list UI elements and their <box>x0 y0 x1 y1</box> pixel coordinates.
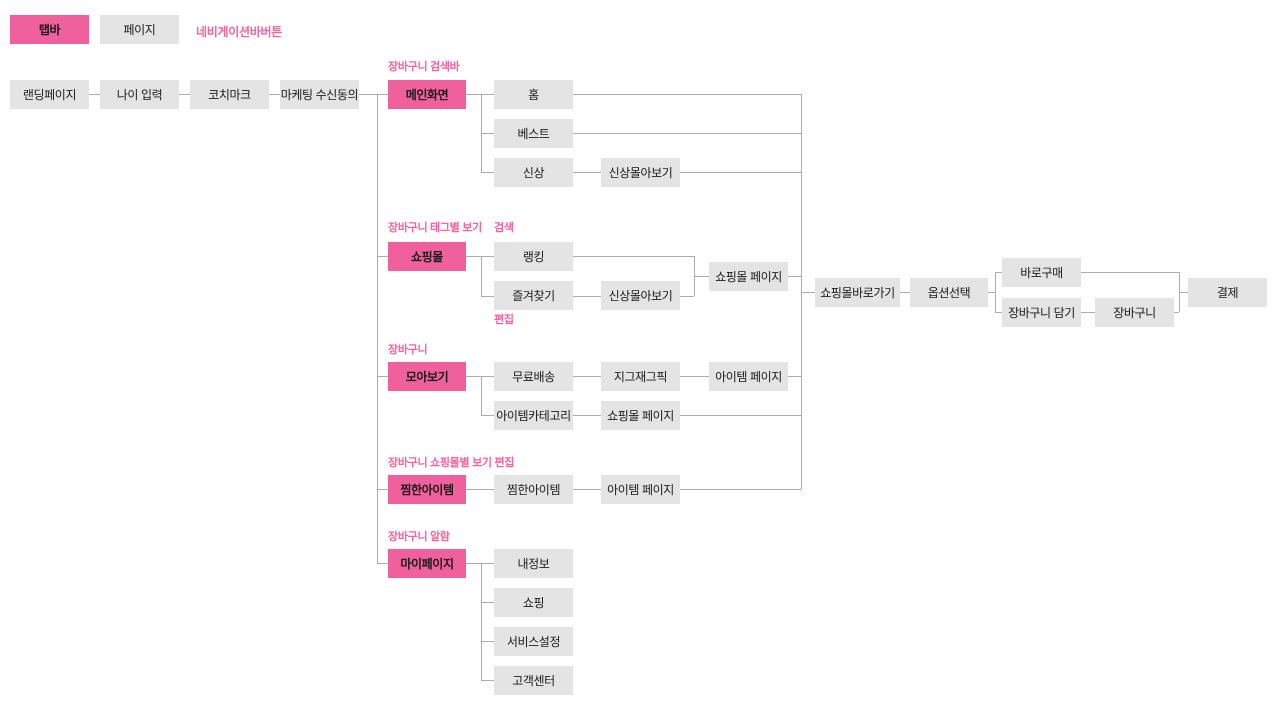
node-shopping[interactable]: 쇼핑 <box>494 588 573 617</box>
connector <box>573 376 601 377</box>
node-best[interactable]: 베스트 <box>494 119 573 148</box>
connector <box>995 272 1002 273</box>
node-coach-mark[interactable]: 코치마크 <box>190 80 269 109</box>
tab-main-screen[interactable]: 메인화면 <box>388 80 466 109</box>
connector <box>995 312 1002 313</box>
connector <box>573 133 801 134</box>
node-zigzag-pick[interactable]: 지그재그픽 <box>601 362 680 391</box>
connector <box>89 94 100 95</box>
connector <box>481 94 482 172</box>
connector <box>573 489 601 490</box>
page-tab[interactable]: 페이지 <box>100 15 179 44</box>
node-item-page-2[interactable]: 아이템 페이지 <box>601 475 680 504</box>
connector <box>481 256 482 296</box>
connector <box>377 376 388 377</box>
connector <box>788 376 801 377</box>
annotation-cart-mall-view-edit: 장바구니 쇼핑몰별 보기 편집 <box>388 457 515 469</box>
connector <box>481 563 482 680</box>
connector <box>680 296 694 297</box>
node-ranking[interactable]: 랭킹 <box>494 242 573 271</box>
connector <box>466 376 494 377</box>
navbar-button-label: 네비게이션바버튼 <box>196 25 282 39</box>
connector <box>573 296 601 297</box>
connector <box>269 94 280 95</box>
node-mall-page-2[interactable]: 쇼핑몰 페이지 <box>601 401 680 430</box>
connector <box>481 376 482 415</box>
node-age-input[interactable]: 나이 입력 <box>100 80 179 109</box>
connector <box>694 276 709 277</box>
connector <box>1081 312 1095 313</box>
node-home[interactable]: 홈 <box>494 80 573 109</box>
connector <box>573 256 694 257</box>
node-service-settings[interactable]: 서비스설정 <box>494 627 573 656</box>
connector-trunk-right <box>801 94 802 489</box>
connector <box>466 94 494 95</box>
connector <box>179 94 190 95</box>
connector <box>1081 272 1179 273</box>
connector <box>481 133 494 134</box>
connector <box>466 563 494 564</box>
connector <box>466 489 494 490</box>
node-new-arrivals-browse-2[interactable]: 신상몰아보기 <box>601 281 680 310</box>
connector-trunk-left <box>377 94 378 563</box>
tabbar-tab[interactable]: 탭바 <box>10 15 89 44</box>
node-item-category[interactable]: 아이템카테고리 <box>494 401 573 430</box>
connector <box>694 256 695 296</box>
node-cart[interactable]: 장바구니 <box>1095 298 1174 327</box>
connector <box>377 563 388 564</box>
node-option-select[interactable]: 옵션선택 <box>910 278 988 307</box>
annotation-cart-alarm: 장바구니 알람 <box>388 531 450 543</box>
connector <box>1179 272 1180 312</box>
connector <box>573 415 601 416</box>
connector <box>680 172 801 173</box>
connector <box>573 94 801 95</box>
node-add-to-cart[interactable]: 장바구니 담기 <box>1002 298 1081 327</box>
node-customer-center[interactable]: 고객센터 <box>494 666 573 695</box>
connector <box>481 641 494 642</box>
connector <box>377 256 388 257</box>
connector <box>466 256 494 257</box>
node-mall-shortcut[interactable]: 쇼핑몰바로가기 <box>815 278 900 307</box>
tab-my-page[interactable]: 마이페이지 <box>388 549 466 578</box>
connector <box>377 489 388 490</box>
node-buy-now[interactable]: 바로구매 <box>1002 258 1081 287</box>
tab-wishlist-items[interactable]: 찜한아이템 <box>388 475 466 504</box>
annotation-cart-searchbar: 장바구니 검색바 <box>388 61 460 73</box>
connector <box>900 292 910 293</box>
node-checkout[interactable]: 결제 <box>1188 278 1267 307</box>
tab-collect-view[interactable]: 모아보기 <box>388 362 466 391</box>
connector <box>481 415 494 416</box>
node-landing-page[interactable]: 랜딩페이지 <box>10 80 89 109</box>
connector <box>995 272 996 312</box>
annotation-cart: 장바구니 <box>388 344 428 356</box>
connector <box>481 680 494 681</box>
connector <box>359 94 388 95</box>
connector <box>1179 292 1188 293</box>
node-new-arrivals[interactable]: 신상 <box>494 158 573 187</box>
tab-shopping-mall[interactable]: 쇼핑몰 <box>388 242 466 271</box>
node-favorites[interactable]: 즐겨찾기 <box>494 281 573 310</box>
connector <box>1174 312 1179 313</box>
connector <box>680 376 709 377</box>
connector <box>481 172 494 173</box>
node-marketing-consent[interactable]: 마케팅 수신동의 <box>280 80 359 109</box>
connector <box>801 292 815 293</box>
annotation-search: 검색 <box>494 222 514 234</box>
annotation-cart-tag-view: 장바구니 태그별 보기 <box>388 222 482 234</box>
annotation-edit: 편집 <box>494 314 514 326</box>
connector <box>481 296 494 297</box>
connector <box>680 489 801 490</box>
node-free-shipping[interactable]: 무료배송 <box>494 362 573 391</box>
node-new-arrivals-browse[interactable]: 신상몰아보기 <box>601 158 680 187</box>
connector <box>481 602 494 603</box>
connector <box>788 276 801 277</box>
connector <box>680 415 801 416</box>
node-mall-page[interactable]: 쇼핑몰 페이지 <box>709 262 788 291</box>
connector <box>573 172 601 173</box>
node-my-info[interactable]: 내정보 <box>494 549 573 578</box>
node-item-page[interactable]: 아이템 페이지 <box>709 362 788 391</box>
node-wishlist-items[interactable]: 찜한아이템 <box>494 475 573 504</box>
connector <box>988 292 995 293</box>
